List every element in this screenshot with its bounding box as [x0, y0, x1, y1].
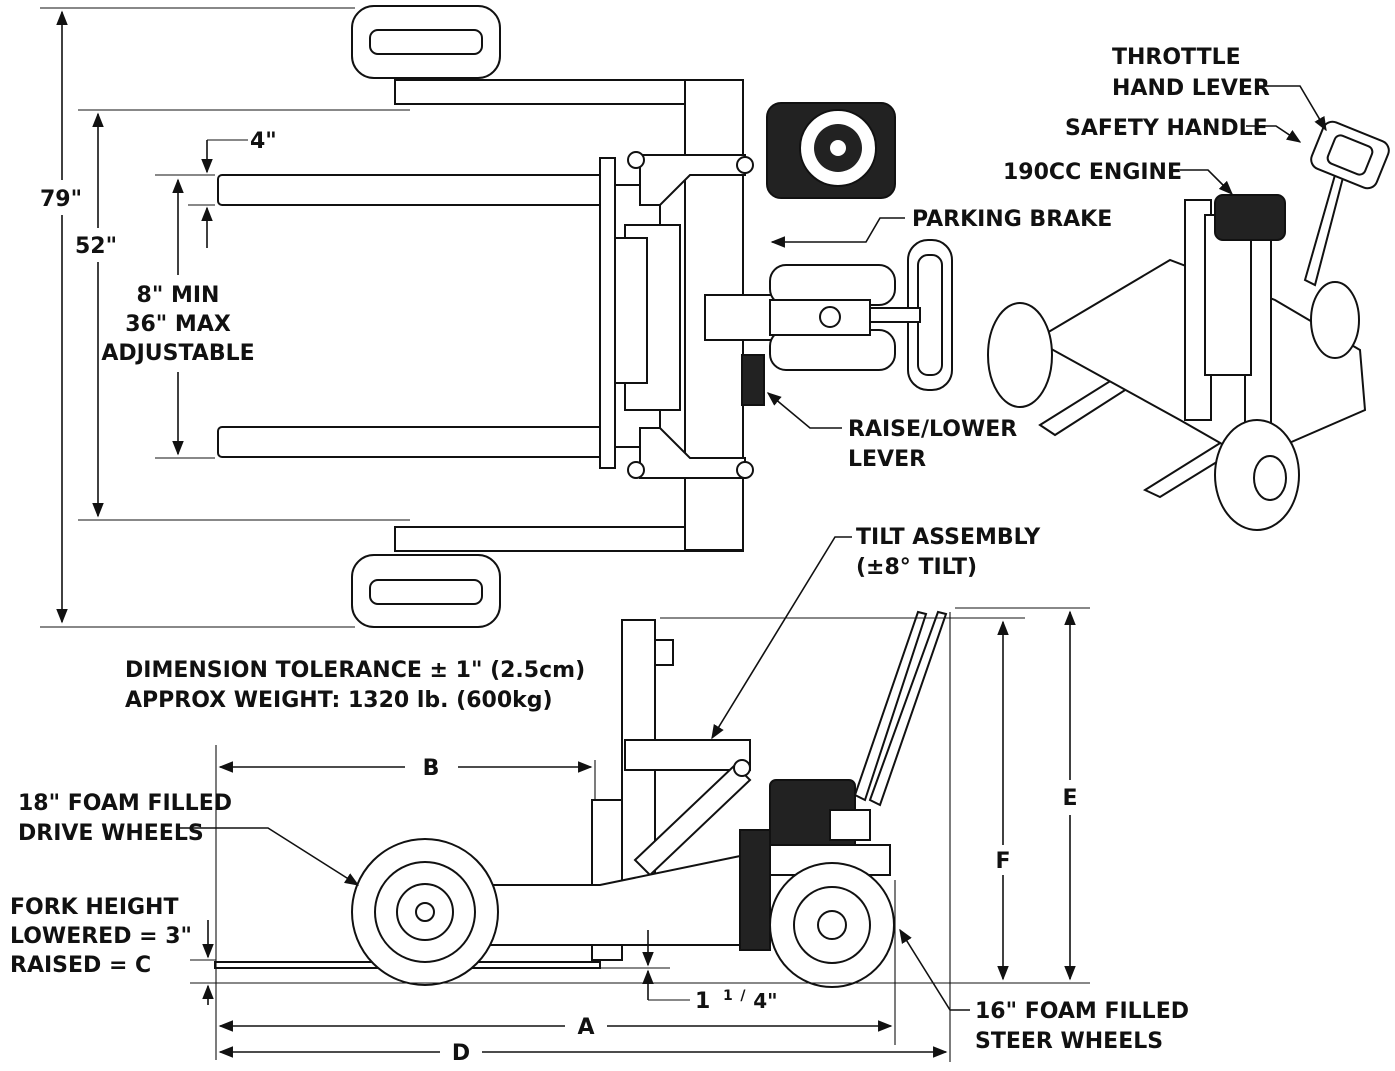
tolerance-note: DIMENSION TOLERANCE ± 1" (2.5cm)	[125, 658, 585, 683]
drive-wheels-label-1: 18" FOAM FILLED	[18, 791, 232, 816]
fork-spacing-adjustable: ADJUSTABLE	[101, 341, 254, 366]
clearance-whole: 1	[695, 989, 710, 1014]
raise-lower-label-1: RAISE/LOWER	[848, 417, 1017, 442]
overall-width-label: 79"	[40, 187, 82, 212]
clearance-den: 4"	[753, 989, 777, 1013]
fork-height-label-3: RAISED = C	[10, 953, 151, 978]
fork-spacing-max: 36" MAX	[125, 312, 231, 337]
steer-wheels-label-1: 16" FOAM FILLED	[975, 999, 1189, 1024]
tilt-label-1: TILT ASSEMBLY	[856, 525, 1041, 550]
wheel-track-label: 52"	[75, 234, 117, 259]
raise-lower-label-2: LEVER	[848, 447, 926, 472]
dim-d-label: D	[452, 1041, 470, 1066]
side-view: DIMENSION TOLERANCE ± 1" (2.5cm) APPROX …	[10, 525, 1189, 1066]
dim-e-label: E	[1062, 786, 1077, 811]
fork-height-label-1: FORK HEIGHT	[10, 895, 178, 920]
throttle-label-1: THROTTLE	[1112, 45, 1241, 70]
svg-text:1 1 / 4": 1 1 / 4"	[695, 981, 778, 1014]
throttle-label-2: HAND LEVER	[1112, 76, 1270, 101]
dim-a-label: A	[577, 1015, 594, 1040]
parking-brake-label: PARKING BRAKE	[912, 207, 1112, 232]
fork-spacing-min: 8" MIN	[137, 283, 220, 308]
drive-wheels-label-2: DRIVE WHEELS	[18, 821, 204, 846]
fork-height-label-2: LOWERED = 3"	[10, 924, 192, 949]
tilt-label-2: (±8° TILT)	[856, 555, 977, 580]
top-view: 79" 52" 4" 8" MIN 36" MAX ADJUSTABLE PAR…	[40, 5, 1112, 628]
iso-view: THROTTLE HAND LEVER SAFETY HANDLE 190CC …	[987, 45, 1390, 531]
fork-width-label: 4"	[250, 129, 277, 154]
dim-f-label: F	[995, 849, 1010, 874]
engine-label: 190CC ENGINE	[1003, 160, 1182, 185]
steer-wheels-label-2: STEER WHEELS	[975, 1029, 1163, 1054]
clearance-num: 1	[723, 988, 733, 1004]
dim-b-label: B	[423, 756, 440, 781]
weight-note: APPROX WEIGHT: 1320 lb. (600kg)	[125, 688, 553, 713]
safety-handle-label: SAFETY HANDLE	[1065, 116, 1268, 141]
